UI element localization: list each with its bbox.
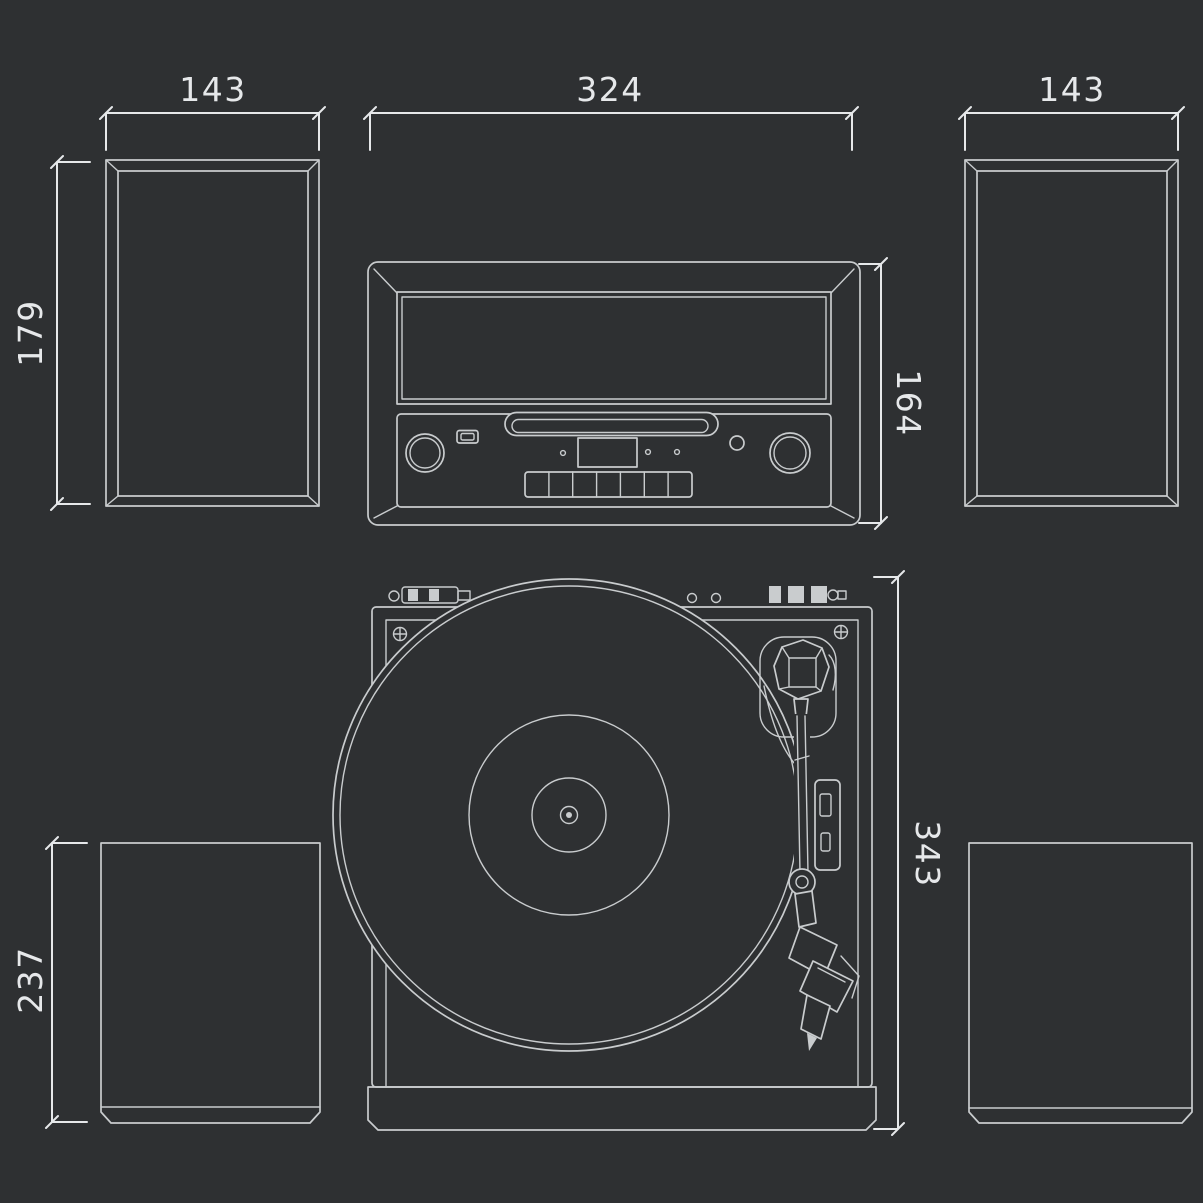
- record-label-inner: [531, 777, 607, 853]
- dimension-ticks: [363, 106, 859, 120]
- speaker-top-right: [968, 842, 1193, 1124]
- dimension-ticks: [45, 836, 59, 1129]
- cd-slot-bezel: [504, 411, 719, 437]
- corner-screw-left: [392, 626, 408, 642]
- speaker-bevel-lines: [105, 159, 320, 507]
- dimension-ticks: [958, 106, 1185, 120]
- dimension-label: 143: [179, 70, 247, 109]
- dimension-speaker-width-left: 143: [99, 70, 326, 151]
- usb-port: [456, 429, 479, 444]
- stylus-holder: [800, 994, 831, 1040]
- tonearm-well-curve: [828, 654, 837, 691]
- headshell-neck: [794, 890, 817, 928]
- speaker-front-right: [964, 159, 1179, 507]
- dimension-speaker-width-right: 143: [958, 70, 1185, 151]
- led-indicator: [673, 448, 681, 456]
- dimension-bracket: [873, 576, 899, 1130]
- cartridge: [799, 960, 854, 1013]
- record-label: [468, 714, 670, 916]
- grille-frame: [396, 291, 832, 405]
- speaker-front-left: [105, 159, 320, 507]
- dimension-label: 324: [576, 70, 644, 109]
- button-dividers: [548, 471, 669, 498]
- dimension-bracket: [105, 112, 320, 151]
- function-button-row: [524, 471, 693, 498]
- dimension-speaker-height: 179: [11, 155, 91, 511]
- plinth-front-strip: [367, 1086, 877, 1131]
- grille-inner-frame: [401, 296, 827, 400]
- dimension-bracket: [964, 112, 1179, 151]
- dimension-ticks: [50, 155, 64, 511]
- spindle: [566, 812, 572, 818]
- dimension-main-unit-width: 324: [363, 70, 859, 151]
- dimension-ticks: [891, 570, 905, 1136]
- button-row-outline: [524, 471, 693, 498]
- tuning-knob: [769, 432, 811, 474]
- main-unit-front-view: [367, 261, 861, 526]
- dimension-label: 164: [889, 369, 928, 437]
- speaker-cabinet-outline: [105, 159, 320, 507]
- volume-knob: [405, 433, 445, 473]
- speaker-top-outline: [968, 842, 1193, 1124]
- hinge-right: [769, 586, 847, 603]
- rear-button: [686, 592, 698, 604]
- led-indicator: [644, 448, 652, 456]
- turntable-top-view: [332, 578, 877, 1131]
- dimension-label: 179: [11, 299, 50, 367]
- speaker-top-left: [100, 842, 321, 1124]
- speaker-top-outline: [100, 842, 321, 1124]
- dimension-label: 343: [908, 820, 947, 888]
- hinge-left: [388, 586, 471, 604]
- display-window: [577, 437, 638, 468]
- tonearm-assembly: [759, 636, 860, 1051]
- rear-button: [710, 592, 722, 604]
- tonearm-pivot-inner: [795, 875, 809, 889]
- led-indicator: [559, 449, 567, 457]
- dimension-turntable-depth: 343: [873, 570, 947, 1136]
- dimension-speaker-depth: 237: [11, 836, 88, 1129]
- tuning-knob-inner: [773, 436, 807, 470]
- tonearm-tube-joint: [794, 755, 810, 761]
- dimension-bracket: [858, 263, 882, 524]
- cue-lever: [814, 779, 841, 871]
- tonearm-well-curve: [763, 685, 796, 765]
- cartridge-line: [817, 967, 846, 983]
- tonearm-tube: [796, 715, 809, 874]
- dimension-label: 143: [1038, 70, 1106, 109]
- dimension-bracket: [56, 161, 91, 505]
- corner-screw-right: [833, 624, 849, 640]
- speaker-baffle-outline: [976, 170, 1168, 497]
- cd-slot: [511, 418, 709, 434]
- counterweight: [773, 639, 830, 700]
- finger-lift: [840, 955, 860, 999]
- dimension-ticks: [99, 106, 326, 120]
- dimension-bracket: [369, 112, 853, 151]
- speaker-bevel-lines: [964, 159, 1179, 507]
- headphone-jack: [729, 435, 745, 451]
- dimension-main-unit-height: 164: [858, 257, 928, 530]
- unit-outline: [367, 261, 861, 526]
- unit-bevel-lines: [373, 268, 855, 519]
- dimension-label: 237: [11, 946, 50, 1014]
- volume-knob-inner: [409, 437, 441, 469]
- speaker-cabinet-outline: [964, 159, 1179, 507]
- dimension-ticks: [874, 257, 888, 530]
- speaker-baffle-outline: [117, 170, 309, 497]
- stylus-tip: [807, 1033, 817, 1051]
- dimension-bracket: [51, 842, 88, 1123]
- usb-port-inner: [460, 432, 475, 441]
- spindle-ring: [559, 805, 579, 825]
